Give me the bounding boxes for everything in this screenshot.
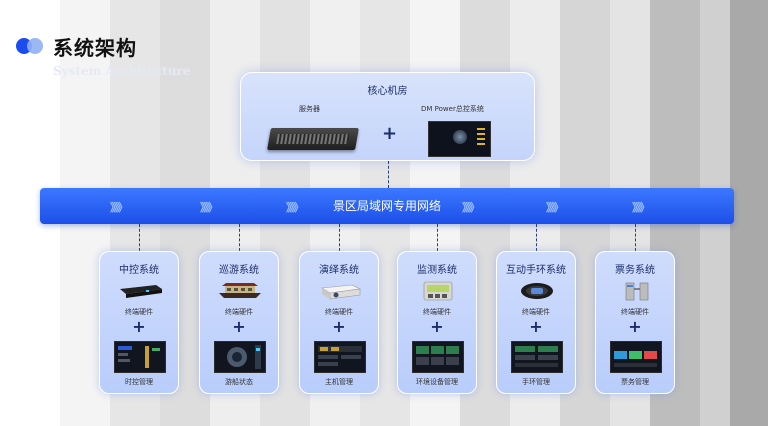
plus-icon: + xyxy=(628,317,642,336)
title-dots-icon xyxy=(16,38,44,54)
card-connector xyxy=(139,224,140,251)
wristband-icon xyxy=(513,281,561,301)
arrows-icon: 》》》 xyxy=(110,201,128,214)
arrows-icon: 》》》 xyxy=(286,201,304,214)
system-title: 中控系统 xyxy=(119,265,159,276)
software-label: 票务管理 xyxy=(621,378,649,386)
plus-icon: + xyxy=(430,317,444,336)
turnstile-icon xyxy=(612,281,660,301)
card-connector xyxy=(437,224,438,251)
software-label: 环境设备管理 xyxy=(416,378,458,386)
plus-icon: + xyxy=(382,123,398,144)
system-title: 演绎系统 xyxy=(319,265,359,276)
boat-icon xyxy=(216,281,264,301)
hardware-label: 终端硬件 xyxy=(621,308,649,316)
system-card-wristband: 互动手环系统 终端硬件 + 手环管理 xyxy=(496,251,576,394)
system-card-central-control: 中控系统 终端硬件 + 时控管理 xyxy=(99,251,179,394)
system-title: 巡游系统 xyxy=(219,265,259,276)
arrows-icon: 》》》 xyxy=(546,201,564,214)
dm-power-label: DM Power总控系统 xyxy=(421,105,484,113)
core-connector xyxy=(388,161,389,188)
network-label: 景区局域网专用网络 xyxy=(332,199,441,213)
card-connector xyxy=(536,224,537,251)
arrows-icon: 》》》 xyxy=(200,201,218,214)
system-card-cruise: 巡游系统 终端硬件 + 游船状态 xyxy=(199,251,279,394)
software-label: 主机管理 xyxy=(325,378,353,386)
system-title: 互动手环系统 xyxy=(506,265,566,276)
software-label: 游船状态 xyxy=(225,378,253,386)
software-screen-icon xyxy=(412,341,464,373)
system-title: 监测系统 xyxy=(417,265,457,276)
system-card-monitoring: 监测系统 终端硬件 + 环境设备管理 xyxy=(397,251,477,394)
plus-icon: + xyxy=(332,317,346,336)
plus-icon: + xyxy=(529,317,543,336)
system-title: 票务系统 xyxy=(615,265,655,276)
core-title: 核心机房 xyxy=(367,86,408,97)
plus-icon: + xyxy=(232,317,246,336)
software-screen-icon xyxy=(114,341,166,373)
software-label: 手环管理 xyxy=(522,378,550,386)
card-connector xyxy=(635,224,636,251)
projector-icon xyxy=(316,281,364,301)
hardware-label: 终端硬件 xyxy=(423,308,451,316)
hardware-label: 终端硬件 xyxy=(522,308,550,316)
software-label: 时控管理 xyxy=(125,378,153,386)
core-datacenter-box: 核心机房 服务器 DM Power总控系统 + xyxy=(240,72,535,161)
software-screen-icon xyxy=(214,341,266,373)
network-banner: 》》》 》》》 》》》 景区局域网专用网络 》》》 》》》 》》》 xyxy=(40,188,734,224)
hardware-label: 终端硬件 xyxy=(125,308,153,316)
system-card-performance: 演绎系统 终端硬件 + 主机管理 xyxy=(299,251,379,394)
server-label: 服务器 xyxy=(299,105,320,113)
software-screen-icon xyxy=(610,341,662,373)
card-connector xyxy=(339,224,340,251)
dm-power-screen-icon xyxy=(428,121,491,157)
rack-server-icon xyxy=(267,128,359,150)
sensor-panel-icon xyxy=(414,281,462,301)
page-title: 系统架构 xyxy=(53,36,137,60)
arrows-icon: 》》》 xyxy=(632,201,650,214)
software-screen-icon xyxy=(314,341,366,373)
card-connector xyxy=(239,224,240,251)
page-subtitle: System Architecture xyxy=(53,64,191,78)
hardware-label: 终端硬件 xyxy=(325,308,353,316)
plus-icon: + xyxy=(132,317,146,336)
control-device-icon xyxy=(116,281,164,301)
hardware-label: 终端硬件 xyxy=(225,308,253,316)
software-screen-icon xyxy=(511,341,563,373)
arrows-icon: 》》》 xyxy=(462,201,480,214)
system-card-ticketing: 票务系统 终端硬件 + 票务管理 xyxy=(595,251,675,394)
